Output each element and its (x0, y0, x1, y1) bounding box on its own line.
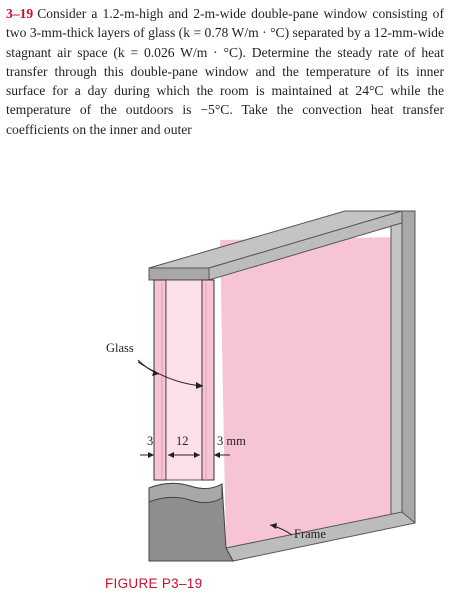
arrowhead (196, 382, 203, 389)
glass-pane-left (153, 279, 167, 481)
glass-pane-right (201, 279, 215, 481)
arrowhead (270, 523, 277, 529)
window-glass-panel (220, 237, 402, 548)
glass-label: Glass (106, 341, 134, 355)
air-gap (165, 279, 203, 481)
arrowhead (168, 452, 174, 458)
problem-number: 3–19 (6, 6, 34, 21)
frame-bottom-cut-top (148, 482, 223, 504)
dimension-glass-thickness: 3 (147, 434, 153, 448)
dimension-air-gap: 12 (176, 434, 189, 448)
figure-caption: FIGURE P3–19 (105, 576, 202, 591)
dimension-glass-thickness-unit: 3 mm (217, 434, 246, 448)
frame-top-front (148, 267, 210, 281)
frame-right-face (401, 210, 416, 524)
problem-text: Consider a 1.2-m-high and 2-m-wide doubl… (6, 6, 444, 137)
frame-label: Frame (294, 527, 326, 541)
frame-right-inner (390, 222, 403, 524)
arrowhead (194, 452, 200, 458)
arrowhead (214, 452, 220, 458)
arrowhead (148, 452, 154, 458)
